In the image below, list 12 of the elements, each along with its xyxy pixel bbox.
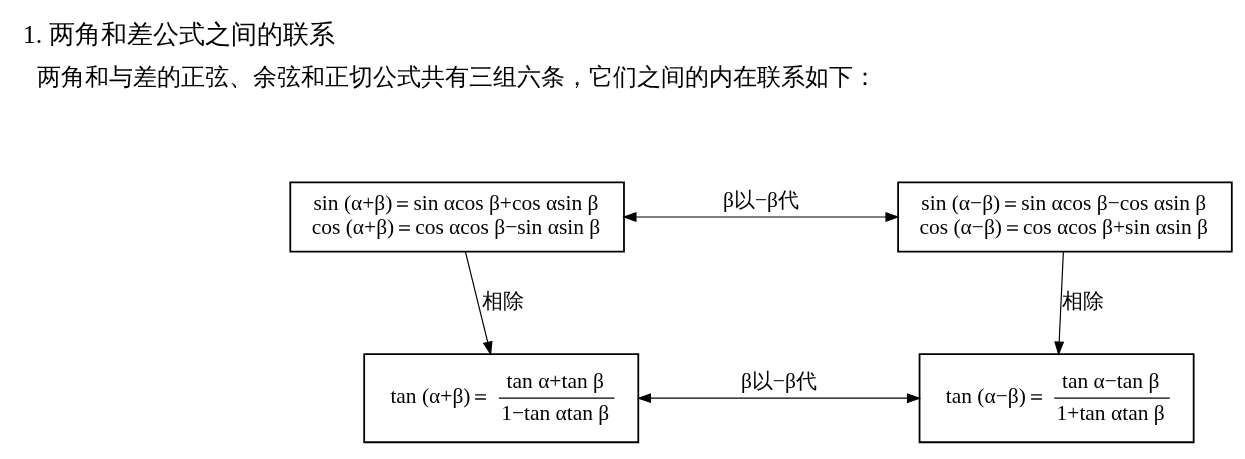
edge-label: β以−β代 bbox=[723, 187, 799, 212]
label: 两角和与差的正弦、余弦和正切公式共有三组六条，它们之间的内在联系如下： bbox=[37, 63, 878, 90]
edge-label: β以−β代 bbox=[740, 368, 817, 393]
arrow bbox=[622, 212, 900, 222]
node-box: sin (α+β)＝sin αcos β+cos αsin β cos (α+β)＝cos αcos β−sin αsin β bbox=[289, 181, 625, 253]
diagram-title: 1. 两角和差公式之间的联系 bbox=[22, 19, 335, 49]
node-box: sin (α−β)＝sin αcos β−cos αsin β cos (α−β)＝cos αcos β+sin αsin β bbox=[897, 181, 1233, 253]
edge-label: 相除 bbox=[482, 289, 525, 314]
edge-label: 相除 bbox=[1062, 289, 1105, 314]
arrow bbox=[1054, 251, 1065, 356]
arrow bbox=[636, 393, 922, 404]
arrow bbox=[464, 251, 493, 356]
